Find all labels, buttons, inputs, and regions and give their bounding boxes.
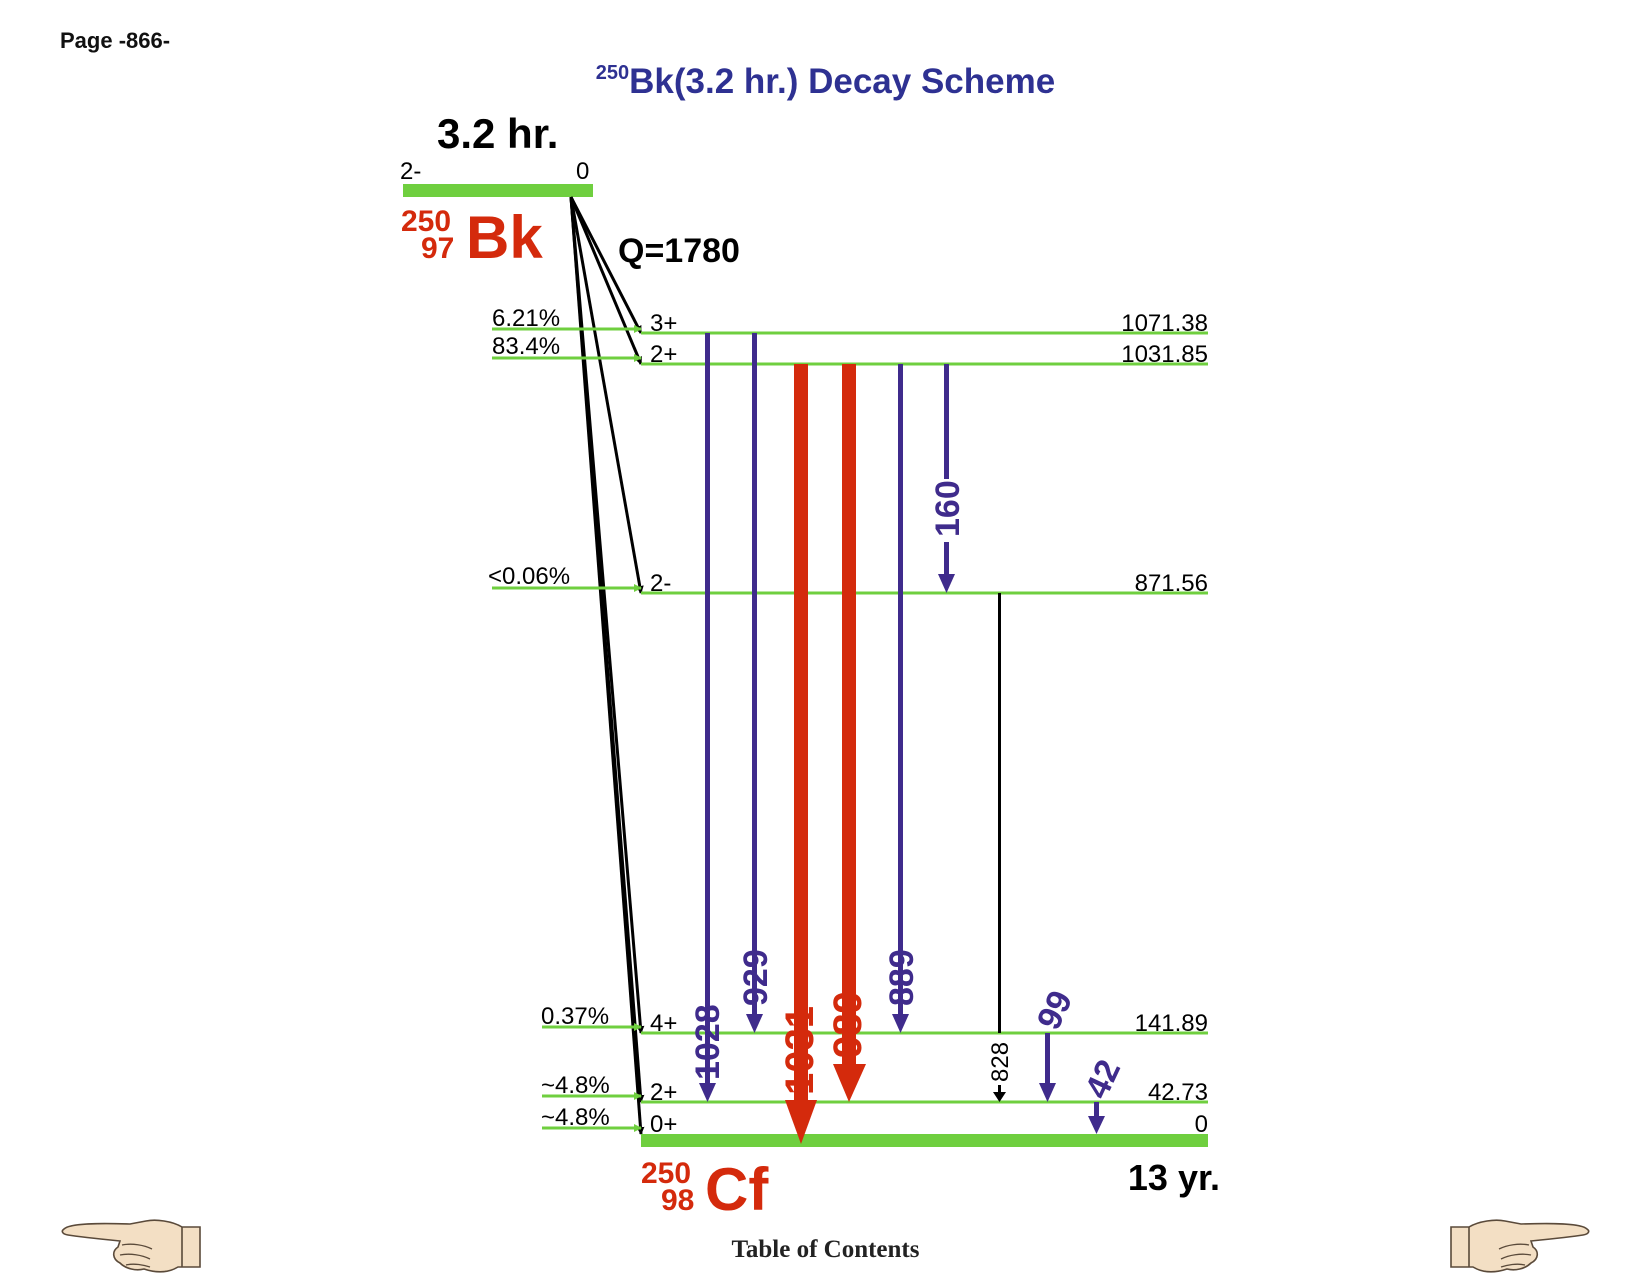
gamma-1031-arrowhead: [785, 1100, 817, 1144]
gamma-160-shaft-top: [944, 364, 949, 479]
daughter-atomic-number: 98: [661, 1184, 694, 1217]
page-label: Page -866-: [60, 28, 171, 53]
daughter-element-symbol: Cf: [705, 1156, 769, 1223]
level-energy-141: 141.89: [1135, 1010, 1208, 1037]
diagram-title: 250Bk(3.2 hr.) Decay Scheme: [0, 62, 1651, 102]
level-energy-871: 871.56: [1135, 570, 1208, 597]
feeding-pct-42: ~4.8%: [541, 1072, 610, 1099]
feeding-labels: 6.21% 83.4% <0.06% 0.37% ~4.8% ~4.8%: [488, 305, 610, 1131]
gamma-828-arrowhead: [993, 1092, 1006, 1102]
ground-state-bar: [641, 1134, 1208, 1147]
beta-to-3plus: [569, 196, 643, 334]
beta-to-0plus: [569, 196, 645, 1135]
parent-level-bar: [403, 184, 593, 197]
gamma-42: 42: [1078, 1054, 1128, 1134]
feeding-pct-871: <0.06%: [488, 563, 570, 590]
q-value: Q=1780: [618, 232, 740, 270]
daughter-levels: [641, 331, 1208, 1147]
gamma-889: 889: [883, 364, 921, 1033]
gamma-160-shaft-bottom: [944, 542, 949, 576]
gamma-1028-label: 1028: [689, 1004, 727, 1080]
gamma-160-arrowhead: [938, 574, 955, 593]
gamma-1031-shaft: [794, 364, 808, 1102]
gamma-828: 828: [987, 593, 1014, 1102]
next-page-button[interactable]: [1446, 1215, 1591, 1280]
gamma-989-arrowhead: [833, 1064, 866, 1102]
gamma-1028-arrowhead: [699, 1083, 716, 1102]
parent-atomic-number: 97: [421, 232, 454, 265]
gamma-989-label: 989: [826, 991, 870, 1058]
gamma-989-shaft: [842, 364, 856, 1064]
gamma-99-shaft: [1045, 1033, 1050, 1085]
title-mass-number: 250: [595, 62, 630, 84]
gamma-99-label: 99: [1030, 985, 1080, 1035]
level-energy-42: 42.73: [1148, 1079, 1208, 1106]
level-spin-0: 0+: [650, 1111, 677, 1138]
level-spin-1071: 3+: [650, 310, 677, 337]
gamma-42-label: 42: [1078, 1054, 1128, 1104]
gamma-929-arrowhead: [746, 1014, 763, 1033]
gamma-889-label: 889: [883, 949, 921, 1006]
previous-page-button[interactable]: [60, 1215, 205, 1280]
gamma-1031: 1031: [778, 364, 822, 1144]
gamma-42-shaft: [1094, 1102, 1099, 1118]
parent-spin: 2-: [400, 158, 421, 185]
table-of-contents-link[interactable]: Table of Contents: [731, 1236, 920, 1263]
parent-half-life: 3.2 hr.: [437, 110, 558, 157]
beta-to-2minus: [569, 196, 644, 594]
gamma-160: 160: [929, 364, 967, 593]
spin-labels: 3+ 2+ 2- 4+ 2+ 0+: [650, 310, 677, 1138]
level-spin-1031: 2+: [650, 341, 677, 368]
level-spin-42: 2+: [650, 1079, 677, 1106]
gamma-1028-shaft: [705, 333, 710, 1085]
feeding-pct-141: 0.37%: [541, 1003, 609, 1030]
gamma-99: 99: [1030, 985, 1080, 1102]
daughter-half-life: 13 yr.: [1128, 1157, 1220, 1198]
feeding-pct-1031: 83.4%: [492, 333, 560, 360]
parent-element-symbol: Bk: [466, 204, 543, 271]
pointing-hand-left-icon: [61, 1219, 201, 1273]
feeding-arrows: [492, 325, 642, 1132]
gamma-929-shaft: [752, 333, 757, 1016]
daughter-mass-number: 250: [641, 1157, 691, 1190]
level-spin-141: 4+: [650, 1010, 677, 1037]
gamma-929-label: 929: [737, 949, 775, 1006]
parent-energy: 0: [576, 158, 589, 185]
level-spin-871: 2-: [650, 570, 671, 597]
level-energy-1071: 1071.38: [1121, 310, 1208, 337]
level-energy-0: 0: [1195, 1111, 1208, 1138]
gamma-42-arrowhead: [1088, 1116, 1105, 1134]
gamma-1031-label: 1031: [778, 1006, 822, 1095]
title-text: Bk(3.2 hr.) Decay Scheme: [629, 62, 1056, 101]
gamma-889-arrowhead: [892, 1014, 909, 1033]
gamma-1028: 1028: [689, 333, 727, 1102]
pointing-hand-right-icon: [1450, 1219, 1590, 1273]
energy-labels: 1071.38 1031.85 871.56 141.89 42.73 0: [1121, 310, 1208, 1138]
gamma-828-shaft-top: [998, 593, 1001, 1033]
feeding-pct-0: ~4.8%: [541, 1104, 610, 1131]
feeding-pct-1071: 6.21%: [492, 305, 560, 332]
beta-to-2plus-1031: [569, 196, 643, 365]
gamma-989: 989: [826, 364, 870, 1102]
level-energy-1031: 1031.85: [1121, 341, 1208, 368]
gamma-99-arrowhead: [1039, 1083, 1056, 1102]
gamma-889-shaft: [898, 364, 903, 1016]
beta-branches: [569, 196, 645, 1135]
gamma-828-label: 828: [987, 1042, 1014, 1082]
gamma-929: 929: [737, 333, 775, 1033]
gamma-160-label: 160: [929, 480, 967, 537]
gamma-828-shaft-bottom: [998, 1085, 1001, 1092]
parent-mass-number: 250: [401, 205, 451, 238]
